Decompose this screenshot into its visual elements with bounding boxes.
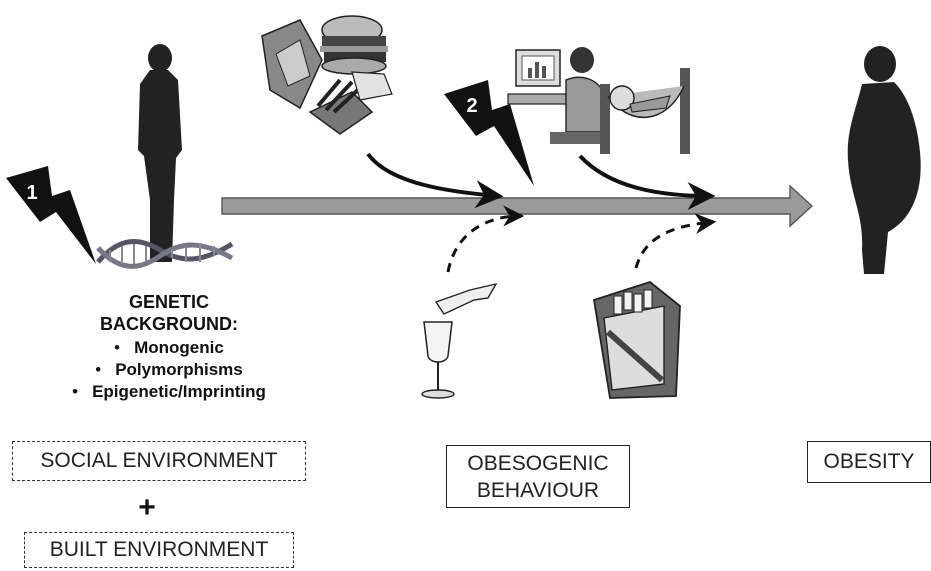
sedentary-to-timeline-arrow	[578, 154, 716, 210]
bolt-2-number: 2	[466, 95, 477, 117]
computer-user-icon	[507, 47, 605, 144]
smoking-to-timeline-arrow	[634, 213, 717, 269]
cigarette-pack-icon	[592, 280, 681, 399]
alcohol-to-timeline-arrow	[446, 205, 525, 273]
genetic-title-line2: BACKGROUND:	[100, 314, 238, 334]
lean-person-silhouette-icon	[138, 44, 182, 262]
timeline-arrow	[221, 184, 814, 228]
genetic-title-line1: GENETIC	[128, 292, 209, 312]
dna-helix-icon	[96, 239, 234, 269]
genetic-background-block: GENETIC BACKGROUND: Monogenic Polymorphi…	[24, 291, 314, 403]
obesogenic-line1: OBESOGENIC	[467, 452, 609, 475]
lightning-bolt-2: 2	[444, 80, 534, 186]
genetic-factor-item: Epigenetic/Imprinting	[24, 381, 314, 403]
bolt-1-number: 1	[26, 182, 37, 204]
genetic-factor-item: Monogenic	[24, 337, 314, 359]
built-environment-box: BUILT ENVIRONMENT	[24, 532, 294, 568]
obesogenic-line2: BEHAVIOUR	[476, 479, 600, 502]
hammock-child-icon	[600, 68, 690, 154]
fast-food-icon	[261, 15, 393, 135]
genetic-factor-item: Polymorphisms	[24, 359, 314, 381]
obesogenic-behaviour-box: OBESOGENIC BEHAVIOUR	[446, 445, 630, 508]
food-to-timeline-arrow	[366, 152, 504, 209]
wine-glass-icon	[421, 282, 498, 399]
genetic-factor-list: Monogenic Polymorphisms Epigenetic/Impri…	[24, 337, 314, 403]
plus-sign: +	[138, 491, 156, 524]
obesity-box: OBESITY	[807, 441, 931, 483]
lightning-bolt-1: 1	[6, 166, 96, 264]
social-environment-box: SOCIAL ENVIRONMENT	[12, 441, 306, 481]
obese-person-silhouette-icon	[847, 46, 921, 274]
